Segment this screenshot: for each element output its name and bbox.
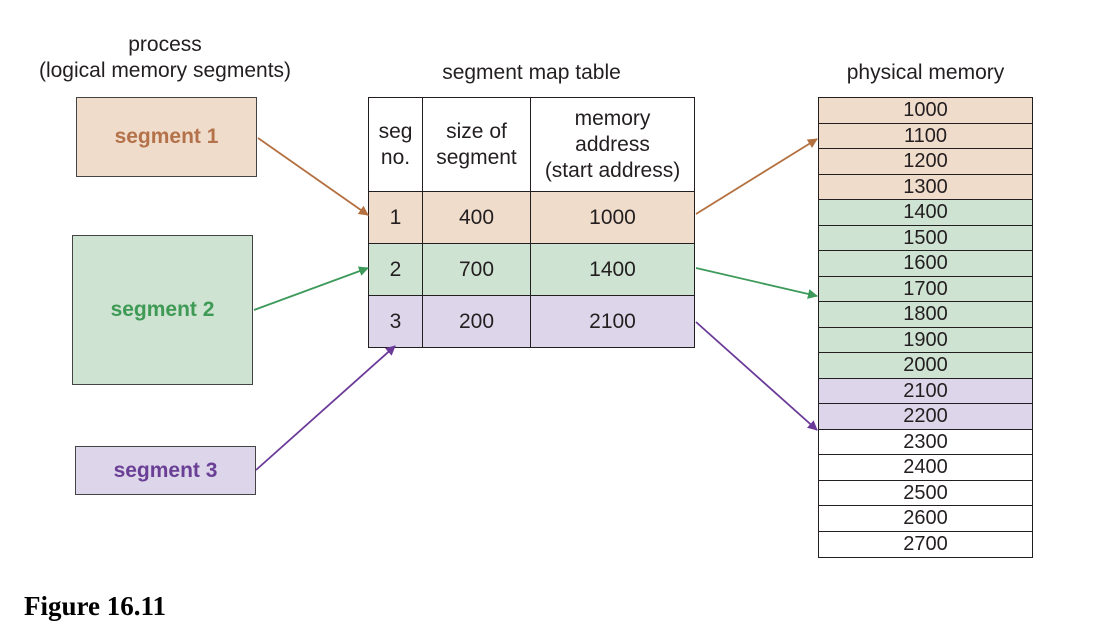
header-address: memory address (start address) [530, 97, 695, 192]
physical-memory-label: physical memory [846, 61, 1005, 84]
header-address-line2: address [575, 132, 650, 156]
memory-cell-2500: 2500 [818, 479, 1033, 507]
segment-map-table: seg no. size of segment memory address (… [368, 97, 695, 348]
row2-address: 1400 [530, 243, 695, 296]
header-size-line2: segment [436, 145, 517, 169]
memory-cell-1600: 1600 [818, 250, 1033, 277]
process-label-line1: process [128, 33, 202, 56]
table-header-row: seg no. size of segment memory address (… [368, 97, 695, 192]
row2-size: 700 [422, 243, 531, 296]
row1-address: 1000 [530, 191, 695, 244]
segment-3-box: segment 3 [75, 446, 256, 495]
row3-address: 2100 [530, 295, 695, 348]
header-seg-no: seg no. [368, 97, 423, 192]
memory-cell-2700: 2700 [818, 530, 1033, 558]
header-seg-no-line2: no. [380, 145, 411, 169]
table-row: 1 400 1000 [368, 191, 695, 244]
header-address-line1: memory [574, 106, 651, 130]
table-row: 3 200 2100 [368, 295, 695, 348]
segment-1-box: segment 1 [76, 97, 257, 177]
segment-1-label: segment 1 [114, 125, 219, 148]
header-seg-no-line1: seg [378, 119, 413, 143]
arrow-table-to-2100 [695, 321, 818, 431]
row1-seg: 1 [368, 191, 423, 244]
memory-cell-1100: 1100 [818, 122, 1033, 150]
segment-map-table-label: segment map table [442, 61, 621, 84]
arrow-seg3-to-table [255, 345, 396, 471]
figure-caption: Figure 16.11 [24, 591, 167, 621]
segment-3-label: segment 3 [113, 458, 218, 482]
memory-cell-1500: 1500 [818, 224, 1033, 252]
memory-cell-1400: 1400 [818, 199, 1033, 226]
memory-cell-2100: 2100 [818, 377, 1033, 405]
memory-cell-1000: 1000 [818, 97, 1033, 124]
header-address-line3: (start address) [544, 158, 681, 182]
row2-seg: 2 [368, 243, 423, 296]
process-label: process (logical memory segments) [20, 32, 310, 84]
row1-size: 400 [422, 191, 531, 244]
arrow-seg1-to-table [257, 137, 369, 216]
table-row: 2 700 1400 [368, 243, 695, 296]
segment-2-box: segment 2 [72, 235, 253, 385]
arrow-table-to-1000 [695, 138, 818, 215]
memory-cell-2600: 2600 [818, 505, 1033, 532]
arrow-seg2-to-table [253, 266, 369, 311]
process-label-line2: (logical memory segments) [38, 59, 292, 82]
row3-size: 200 [422, 295, 531, 348]
memory-cell-2200: 2200 [818, 403, 1033, 430]
header-size-line1: size of [446, 119, 507, 143]
arrow-table-to-1400 [695, 267, 818, 299]
row3-seg: 3 [368, 295, 423, 348]
memory-cell-1200: 1200 [818, 148, 1033, 175]
memory-cell-2000: 2000 [818, 352, 1033, 379]
memory-cell-1300: 1300 [818, 173, 1033, 201]
segment-2-label: segment 2 [110, 298, 215, 321]
